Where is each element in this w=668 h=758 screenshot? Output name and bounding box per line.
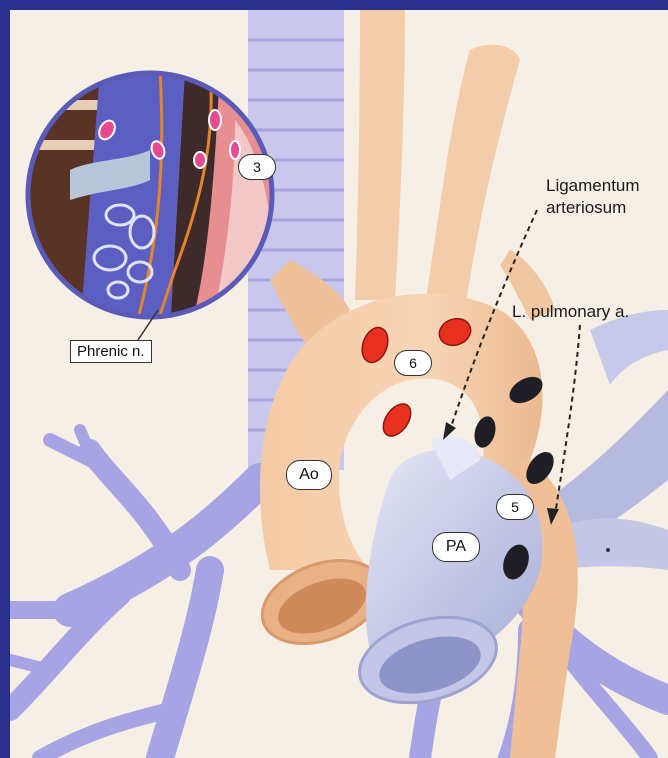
aorta-label: Ao (286, 460, 332, 490)
pulmonary-artery-label: PA (432, 532, 480, 562)
station-3-badge: 3 (238, 154, 276, 180)
mediastinum-illustration (10, 10, 668, 758)
ligamentum-label-line1: Ligamentum (546, 176, 640, 196)
station-6-badge: 6 (394, 350, 432, 376)
left-pulmonary-artery-label: L. pulmonary a. (512, 302, 629, 322)
station-5-badge: 5 (496, 494, 534, 520)
phrenic-nerve-label: Phrenic n. (70, 340, 152, 363)
illustration-panel: Ligamentum arteriosum L. pulmonary a. Ph… (10, 10, 668, 758)
right-bronchial-tree (10, 430, 260, 758)
ligamentum-label-line2: arteriosum (546, 198, 626, 218)
